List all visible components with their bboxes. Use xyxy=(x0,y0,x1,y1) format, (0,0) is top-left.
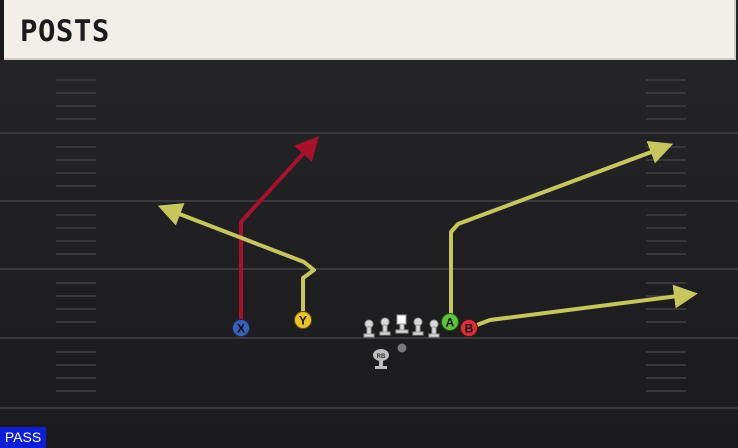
offensive-line xyxy=(363,314,440,338)
yard-lines xyxy=(0,132,738,409)
receiver-a-label: A xyxy=(446,316,455,330)
route-x-post xyxy=(239,136,320,328)
quarterback-icon xyxy=(397,343,407,353)
running-back: RB xyxy=(373,349,389,369)
receiver-a[interactable]: A xyxy=(441,313,459,331)
receiver-x[interactable]: X xyxy=(232,319,250,337)
route-a-post xyxy=(449,140,674,322)
receiver-x-label: X xyxy=(237,322,245,336)
play-title: POSTS xyxy=(20,14,110,48)
route-y-corner xyxy=(157,203,316,320)
route-b-out xyxy=(468,284,698,330)
lineman-right-tackle xyxy=(428,319,440,338)
hash-marks-left xyxy=(56,79,96,392)
play-type-badge: PASS xyxy=(0,427,46,448)
receiver-b[interactable]: B xyxy=(460,319,478,337)
receiver-b-label: B xyxy=(465,322,474,336)
receiver-y-label: Y xyxy=(299,314,307,328)
lineman-left-guard xyxy=(379,317,391,336)
receiver-y[interactable]: Y xyxy=(294,311,312,329)
play-header: POSTS xyxy=(0,0,736,60)
hash-marks-right xyxy=(646,79,686,392)
lineman-center xyxy=(395,314,409,334)
lineman-left-tackle xyxy=(363,319,375,338)
rb-label: RB xyxy=(377,354,386,360)
lineman-right-guard xyxy=(412,317,424,336)
